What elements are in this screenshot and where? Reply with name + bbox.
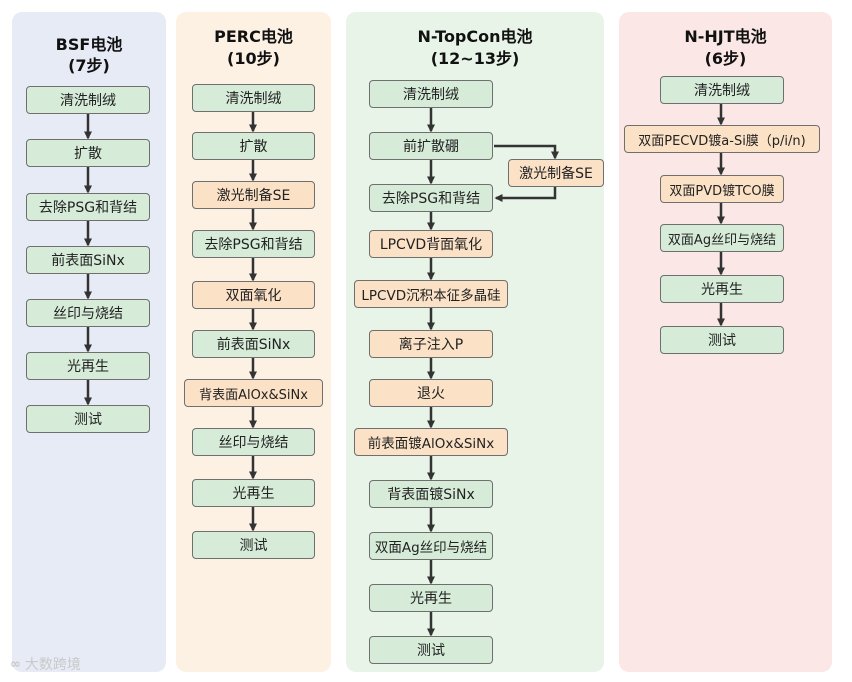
step-box: 背表面AlOx&SiNx [184,379,323,407]
step-box: 扩散 [26,139,150,167]
panel-subtitle: (7步) [68,56,110,75]
watermark: ∞ 大数跨境 [10,654,81,674]
step-box: 前表面SiNx [192,330,315,358]
step-box: 丝印与烧结 [192,428,315,456]
step-box: 测试 [26,405,150,433]
step-box: 激光制备SE [192,181,315,209]
step-box: 去除PSG和背结 [192,230,315,258]
step-box: 光再生 [26,352,150,380]
step-box: 清洗制绒 [660,76,784,104]
step-box: 光再生 [192,479,315,507]
panel-title: PERC电池 [214,27,293,46]
step-box: 双面Ag丝印与烧结 [660,224,784,252]
step-box: 测试 [192,531,315,559]
step-box: 清洗制绒 [192,84,315,112]
panel-subtitle: (12~13步) [430,49,520,68]
panel-title: BSF电池 [55,35,123,54]
panel-subtitle: (6步) [704,49,747,68]
step-box: LPCVD背面氧化 [369,230,493,258]
step-box-side: 激光制备SE [508,159,604,187]
step-box: 丝印与烧结 [26,299,150,327]
watermark-text: 大数跨境 [24,657,81,673]
panel-title: N-HJT电池 [684,27,767,46]
step-box: 双面PVD镀TCO膜 [660,175,784,203]
step-box: 背表面镀SiNx [369,480,493,508]
panel-subtitle: (10步) [227,49,280,68]
step-box: 双面Ag丝印与烧结 [369,532,493,560]
step-box: 离子注入P [369,330,493,358]
step-box: 测试 [369,636,493,664]
step-box: 前扩散硼 [369,132,493,160]
step-box: 测试 [660,326,784,354]
panel-title: N-TopCon电池 [417,27,533,46]
step-box: 前表面SiNx [26,246,150,274]
step-box: 前表面镀AlOx&SiNx [354,428,508,456]
step-box: 光再生 [369,584,493,612]
step-box: 退火 [369,379,493,407]
step-box: LPCVD沉积本征多晶硅 [354,280,508,308]
step-box: 清洗制绒 [369,80,493,108]
step-box: 扩散 [192,132,315,160]
watermark-logo-icon: ∞ [10,656,21,672]
step-box: 去除PSG和背结 [369,184,493,212]
step-box: 光再生 [660,275,784,303]
step-box: 去除PSG和背结 [26,193,150,221]
step-box: 双面氧化 [192,281,315,309]
step-box: 双面PECVD镀a-Si膜（p/i/n) [624,125,820,153]
step-box: 清洗制绒 [26,86,150,114]
